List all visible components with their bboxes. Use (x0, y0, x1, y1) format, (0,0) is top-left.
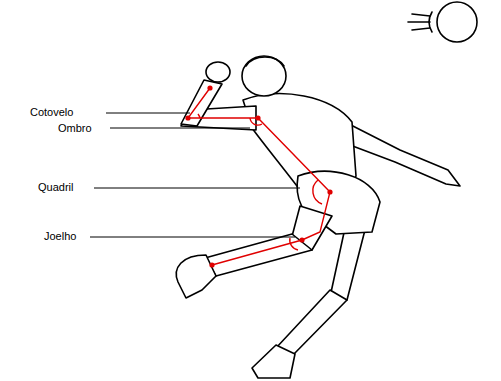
joint-lines (188, 88, 330, 265)
ball (437, 2, 477, 42)
joint-label: Ombro (58, 122, 92, 135)
hair (246, 57, 284, 66)
joint-points (185, 85, 332, 267)
joint-label: Quadril (38, 181, 73, 194)
motion-lines (408, 12, 432, 32)
joint-label: Cotovelo (30, 106, 73, 119)
leader-lines (90, 113, 300, 237)
back-thigh (330, 226, 366, 300)
head (242, 56, 286, 96)
fist (206, 62, 230, 82)
front-foot (176, 255, 216, 298)
joint-label: Joelho (44, 230, 76, 243)
back-foot (252, 345, 295, 378)
back-arm (342, 122, 460, 186)
front-shin (205, 234, 312, 276)
back-shin (276, 290, 347, 356)
forearm (181, 80, 222, 126)
